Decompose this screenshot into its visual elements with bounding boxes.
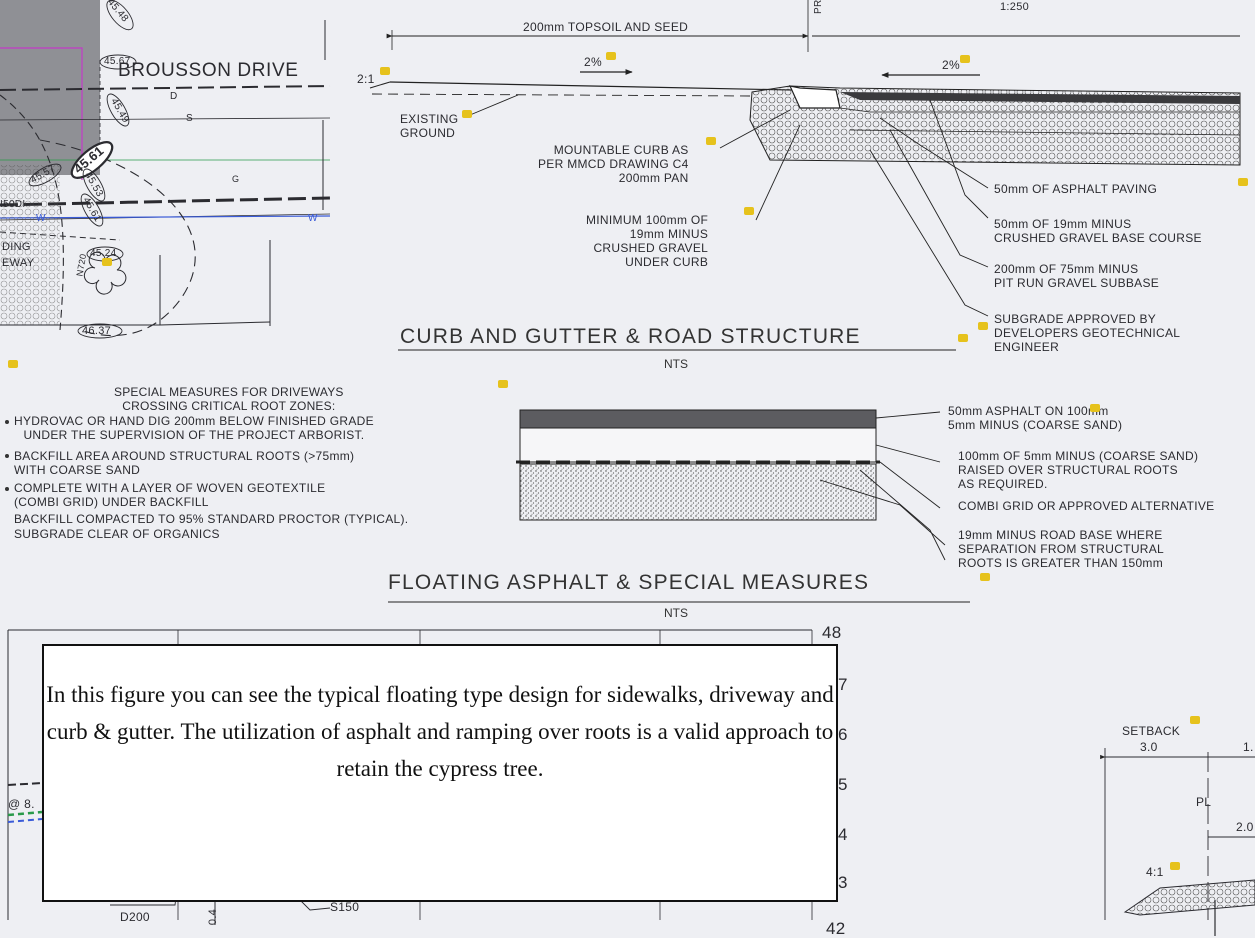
bullet-icon (5, 454, 9, 458)
line-label: D (170, 91, 178, 102)
plan-view (0, 0, 331, 339)
comment-marker-icon[interactable] (606, 52, 616, 60)
topsoil-dimension: 200mm TOPSOIL AND SEED (523, 20, 689, 34)
curb-detail-scale: NTS (664, 357, 688, 371)
special-measure-note: BACKFILL AREA AROUND STRUCTURAL ROOTS (>… (14, 449, 355, 477)
bullet-icon (5, 487, 9, 491)
special-measures-heading: SPECIAL MEASURES FOR DRIVEWAYS CROSSING … (114, 385, 344, 414)
vertical-fragment: PR GU (812, 0, 826, 14)
side-slope: 2:1 (357, 72, 375, 86)
elevation-tick: 48 (822, 623, 842, 642)
floating-asphalt-detail (388, 409, 970, 603)
line-label: W (308, 213, 318, 224)
caption-text: In this figure you can see the typical f… (46, 682, 834, 781)
combi-grid-label: COMBI GRID OR APPROVED ALTERNATIVE (958, 499, 1215, 513)
comment-marker-icon[interactable] (1190, 716, 1200, 724)
elevation-label: 45.24 (90, 248, 117, 259)
comment-marker-icon[interactable] (1090, 404, 1100, 412)
plan-label: DING (2, 241, 31, 253)
bullet-icon (5, 420, 9, 424)
scale-fragment: 1:250 (1000, 1, 1030, 13)
mountable-curb-label: MOUNTABLE CURB AS PER MMCD DRAWING C4 20… (538, 143, 689, 185)
caption-box: In this figure you can see the typical f… (42, 644, 838, 902)
special-measure-note: HYDROVAC OR HAND DIG 200mm BELOW FINISHE… (14, 414, 374, 442)
elevation-tick: 5 (838, 775, 848, 794)
profile-label: 0.4 (207, 908, 220, 926)
setback-value: 3.0 (1140, 740, 1158, 754)
comment-marker-icon[interactable] (102, 258, 112, 266)
section-slope: 4:1 (1146, 865, 1164, 879)
elevation-tick: 4 (838, 825, 848, 844)
special-measure-note: BACKFILL COMPACTED TO 95% STANDARD PROCT… (14, 512, 409, 526)
floating-detail-scale: NTS (664, 606, 688, 620)
elevation-tick: 6 (838, 725, 848, 744)
comment-marker-icon[interactable] (462, 110, 472, 118)
comment-marker-icon[interactable] (1238, 178, 1248, 186)
min-gravel-label: MINIMUM 100mm OF 19mm MINUS CRUSHED GRAV… (586, 213, 709, 269)
floating-detail-title: FLOATING ASPHALT & SPECIAL MEASURES (388, 571, 870, 594)
comment-marker-icon[interactable] (8, 360, 18, 368)
asphalt-label: 50mm ASPHALT ON 100mm 5mm MINUS (COARSE … (948, 404, 1123, 432)
road-section (1100, 748, 1255, 936)
comment-marker-icon[interactable] (980, 573, 990, 581)
line-label: G (232, 174, 240, 184)
existing-ground-label: EXISTING GROUND (400, 112, 459, 140)
elevation-label: 46.37 (82, 325, 112, 337)
elevation-tick: 3 (838, 873, 848, 892)
asphalt-paving-label: 50mm OF ASPHALT PAVING (994, 182, 1158, 196)
elevation-tick: 42 (826, 919, 846, 938)
comment-marker-icon[interactable] (958, 334, 968, 342)
plan-label: EWAY (2, 257, 35, 269)
comment-marker-icon[interactable] (498, 380, 508, 388)
line-label: S (186, 113, 193, 124)
plan-dimension-label: I50DI (0, 199, 26, 210)
elevation-label: 45.67 (104, 56, 131, 67)
property-line-label: PL (1196, 795, 1212, 809)
comment-marker-icon[interactable] (978, 322, 988, 330)
line-label: W (36, 213, 46, 224)
slope-right: 2% (942, 58, 960, 72)
profile-label: @ 8. (8, 797, 35, 811)
comment-marker-icon[interactable] (1170, 862, 1180, 870)
comment-marker-icon[interactable] (960, 55, 970, 63)
special-measure-note: SUBGRADE CLEAR OF ORGANICS (14, 527, 220, 541)
setback-label: SETBACK (1122, 724, 1181, 738)
profile-label: D200 (120, 910, 150, 924)
road-base-label: 19mm MINUS ROAD BASE WHERE SEPARATION FR… (958, 528, 1165, 570)
curb-gutter-detail (369, 0, 1241, 351)
elevation-tick: 7 (838, 675, 848, 694)
section-value: 1. (1243, 740, 1254, 754)
subgrade-label: SUBGRADE APPROVED BY DEVELOPERS GEOTECHN… (994, 312, 1181, 354)
curb-detail-title: CURB AND GUTTER & ROAD STRUCTURE (400, 325, 861, 348)
comment-marker-icon[interactable] (744, 207, 754, 215)
subbase-label: 200mm OF 75mm MINUS PIT RUN GRAVEL SUBBA… (994, 262, 1160, 290)
section-value: 2.0 (1236, 820, 1254, 834)
comment-marker-icon[interactable] (706, 137, 716, 145)
special-measure-note: COMPLETE WITH A LAYER OF WOVEN GEOTEXTIL… (14, 481, 326, 509)
coarse-sand-label: 100mm OF 5mm MINUS (COARSE SAND) RAISED … (958, 449, 1199, 491)
comment-marker-icon[interactable] (380, 67, 390, 75)
street-name: BROUSSON DRIVE (118, 60, 299, 81)
profile-label: S150 (330, 900, 360, 914)
slope-left: 2% (584, 55, 602, 69)
base-course-label: 50mm OF 19mm MINUS CRUSHED GRAVEL BASE C… (994, 217, 1202, 245)
